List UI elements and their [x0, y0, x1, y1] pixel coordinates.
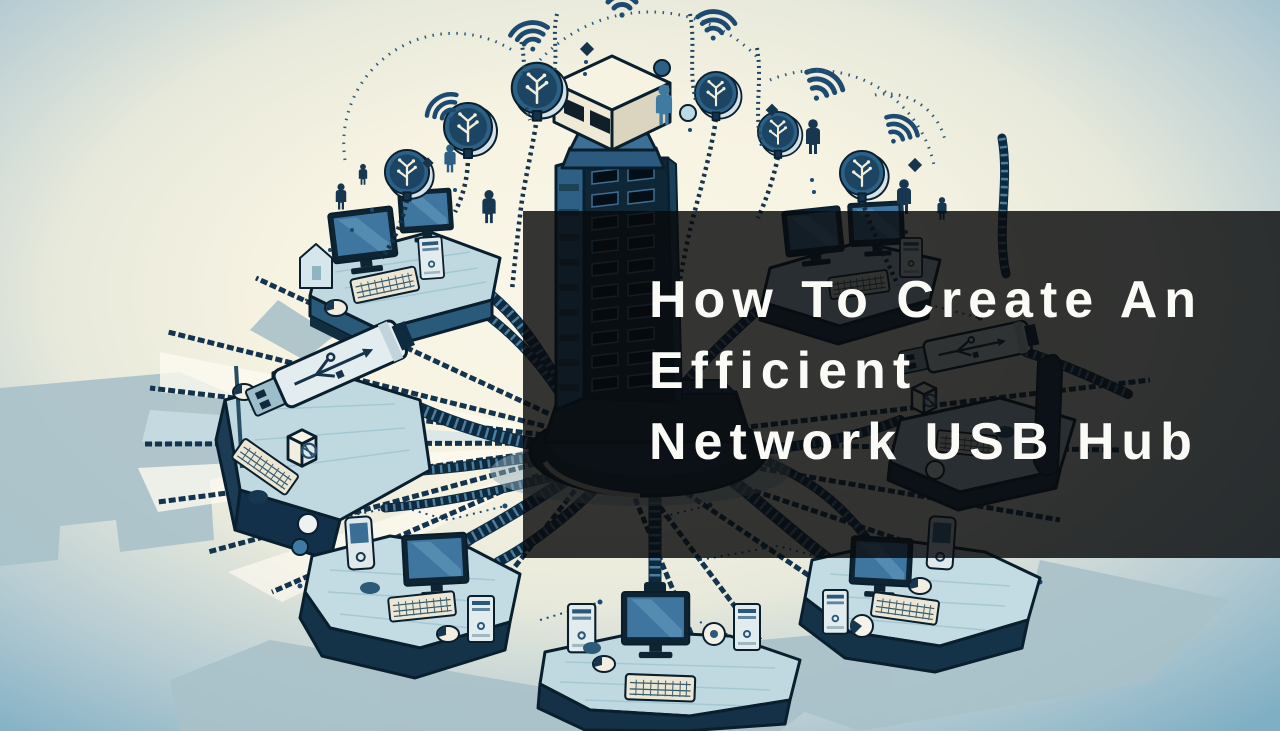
house-gadget: [299, 243, 333, 289]
title-line-3: Network USB Hub: [649, 413, 1199, 471]
title-overlay: How To Create An Efficient Network USB H…: [523, 211, 1280, 558]
workstation-desk-bottom-right: [798, 515, 1042, 674]
workstation-desk-left: [214, 313, 432, 562]
title-line-2: Efficient: [649, 342, 918, 400]
title-line-1: How To Create An: [649, 271, 1204, 329]
workstation-desk-bottom-center: [536, 590, 802, 731]
shadow-shapes: [0, 300, 1230, 731]
workstation-desk-bottom-left: [291, 513, 522, 680]
page-title: How To Create An Efficient Network USB H…: [523, 211, 1280, 478]
usb-plug-icon: [552, 54, 672, 152]
